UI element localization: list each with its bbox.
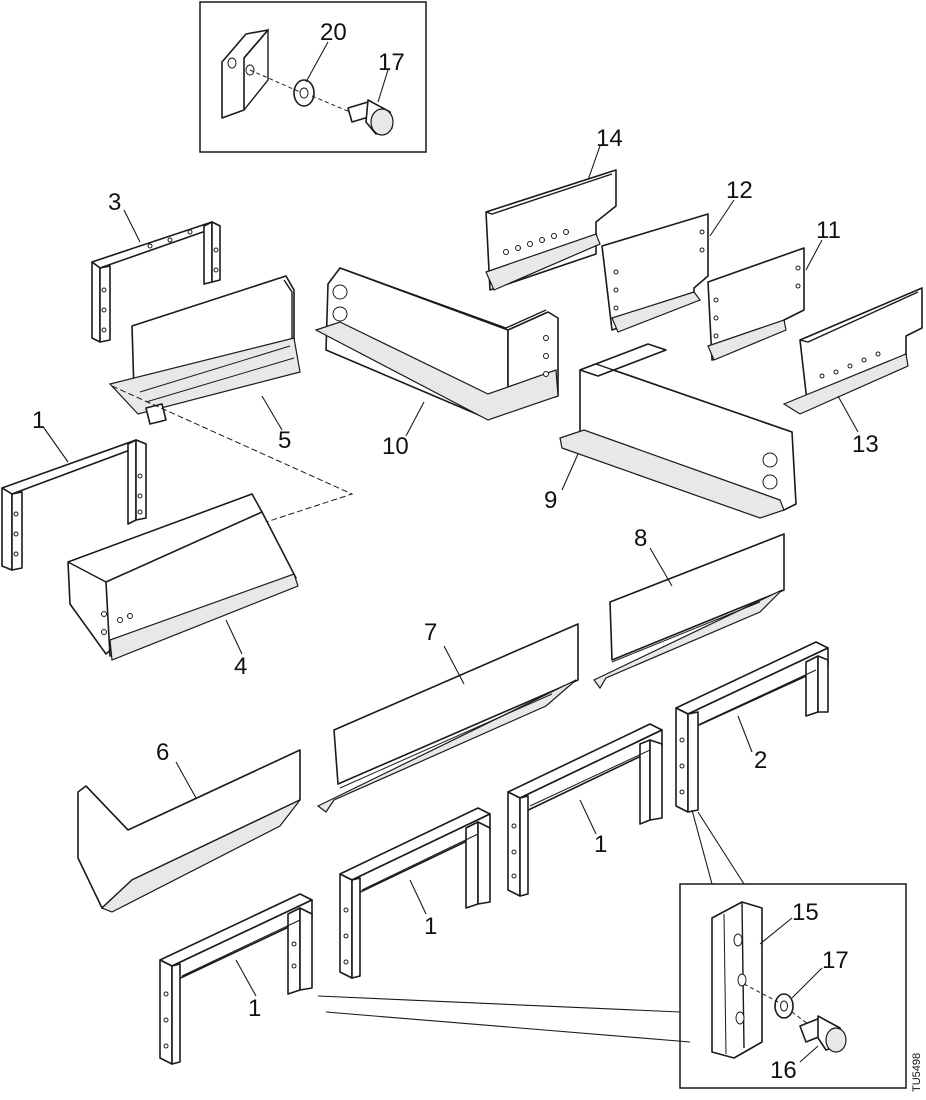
- part-6: 6: [77, 739, 301, 913]
- label-7: 7: [424, 619, 437, 646]
- part-3: 3: [91, 189, 221, 343]
- label-1-middle: 1: [424, 913, 437, 940]
- detail-inset-bottom: 15 17 16: [317, 809, 907, 1089]
- label-14: 14: [596, 125, 623, 152]
- part-10: 10: [314, 267, 559, 460]
- part-8: 8: [593, 525, 785, 690]
- part-9: 9: [544, 343, 797, 519]
- label-6: 6: [156, 739, 169, 766]
- part-12: 12: [601, 177, 753, 333]
- label-8: 8: [634, 525, 647, 552]
- assembly-line-5-4: [111, 385, 354, 525]
- label-15: 15: [792, 899, 819, 926]
- label-12: 12: [726, 177, 753, 204]
- label-9: 9: [544, 487, 557, 514]
- label-17-top: 17: [378, 49, 405, 76]
- part-1-bottom-left: 1: [159, 893, 313, 1065]
- label-20: 20: [320, 19, 347, 46]
- part-2: 2: [675, 641, 829, 813]
- figure-code: TU5498: [911, 1053, 923, 1092]
- label-16: 16: [770, 1057, 797, 1084]
- label-13: 13: [852, 431, 879, 458]
- label-1-upper-left: 1: [32, 407, 45, 434]
- label-1-middle-right: 1: [594, 831, 607, 858]
- label-4: 4: [234, 653, 247, 680]
- part-4: 4: [67, 493, 299, 680]
- part-1-upper-left: 1: [1, 407, 147, 571]
- part-11: 11: [707, 217, 841, 361]
- label-2: 2: [754, 747, 767, 774]
- part-1-middle: 1: [339, 807, 491, 979]
- part-14: 14: [485, 125, 623, 291]
- part-5: 5: [108, 275, 301, 454]
- part-1-middle-right: 1: [507, 723, 663, 897]
- label-5: 5: [278, 427, 291, 454]
- detail-inset-top: 20 17: [199, 1, 427, 153]
- label-10: 10: [382, 433, 409, 460]
- label-1-bottom-left: 1: [248, 995, 261, 1022]
- part-7: 7: [316, 619, 579, 813]
- label-17-bottom: 17: [822, 947, 849, 974]
- part-13: 13: [782, 287, 923, 458]
- label-3: 3: [108, 189, 121, 216]
- label-11: 11: [816, 217, 841, 244]
